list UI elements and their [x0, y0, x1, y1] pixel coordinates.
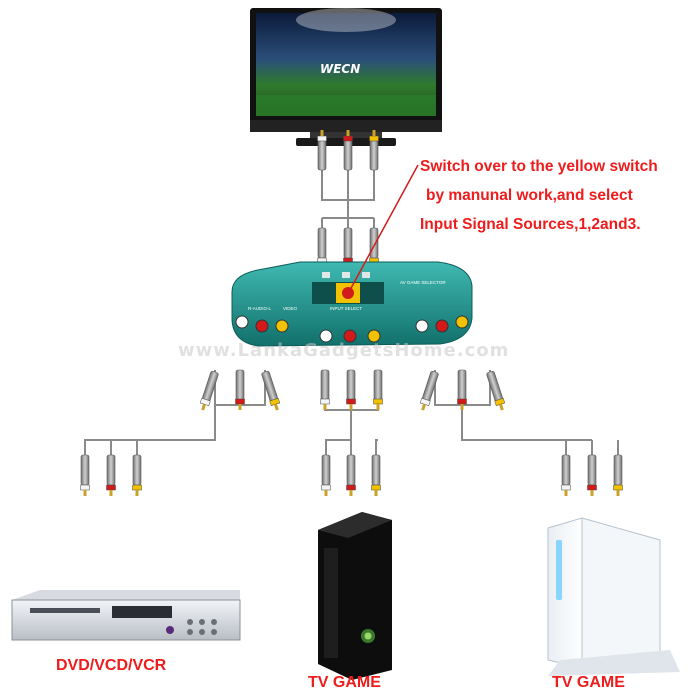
switch-title: AV GAME SELECTOR — [400, 280, 446, 285]
instruction-note: Switch over to the yellow switch by manu… — [420, 152, 658, 239]
rca-plug — [613, 454, 623, 496]
instruction-line-1: Switch over to the yellow switch — [420, 158, 658, 175]
rca-plug — [261, 370, 281, 411]
switch-ports-left — [235, 315, 289, 333]
switch-ports-middle — [319, 329, 381, 343]
rca-plugs — [80, 130, 623, 496]
rca-plug — [235, 369, 245, 410]
rca-plug — [371, 454, 381, 496]
label-tv-game-xbox: TV GAME — [308, 674, 381, 691]
watermark: www.LankaGadgetsHome.com — [178, 340, 510, 361]
dvd-player-icon — [11, 590, 241, 641]
rca-plug — [419, 370, 439, 411]
label-tv-game-wii: TV GAME — [552, 674, 625, 691]
label-dvd: DVD/VCD/VCR — [56, 657, 167, 674]
rca-plug — [457, 369, 467, 410]
instruction-line-2: by manunal work,and select — [426, 187, 633, 204]
rca-plug — [199, 370, 219, 411]
rca-plug — [317, 130, 327, 171]
rca-plug — [321, 454, 331, 496]
switch-select-label: INPUT SELECT — [330, 306, 362, 311]
rca-plug — [486, 370, 506, 411]
tv-brand-text: WECN — [320, 62, 361, 76]
switch-port-label-video: VIDEO — [283, 306, 298, 311]
rca-plug — [346, 454, 356, 496]
rca-plug — [132, 454, 142, 496]
pointer-line — [349, 164, 419, 291]
xbox-console-icon — [318, 512, 392, 680]
rca-plug — [561, 454, 571, 496]
switch-ports-right — [415, 315, 469, 333]
av-switch-box: AV GAME SELECTOR INPUT SELECT R-AUDIO-L … — [231, 261, 473, 347]
rca-plug — [320, 369, 330, 410]
tv-icon — [250, 8, 442, 146]
rca-plug — [343, 130, 353, 171]
switch-port-label-left: R-AUDIO-L — [248, 306, 271, 311]
rca-plug — [373, 369, 383, 410]
rca-plug — [346, 369, 356, 410]
wii-console-icon — [547, 517, 680, 676]
rca-plug — [587, 454, 597, 496]
rca-plug — [80, 454, 90, 496]
rca-plug — [369, 130, 379, 171]
instruction-line-3: Input Signal Sources,1,2and3. — [420, 216, 641, 233]
rca-plug — [106, 454, 116, 496]
